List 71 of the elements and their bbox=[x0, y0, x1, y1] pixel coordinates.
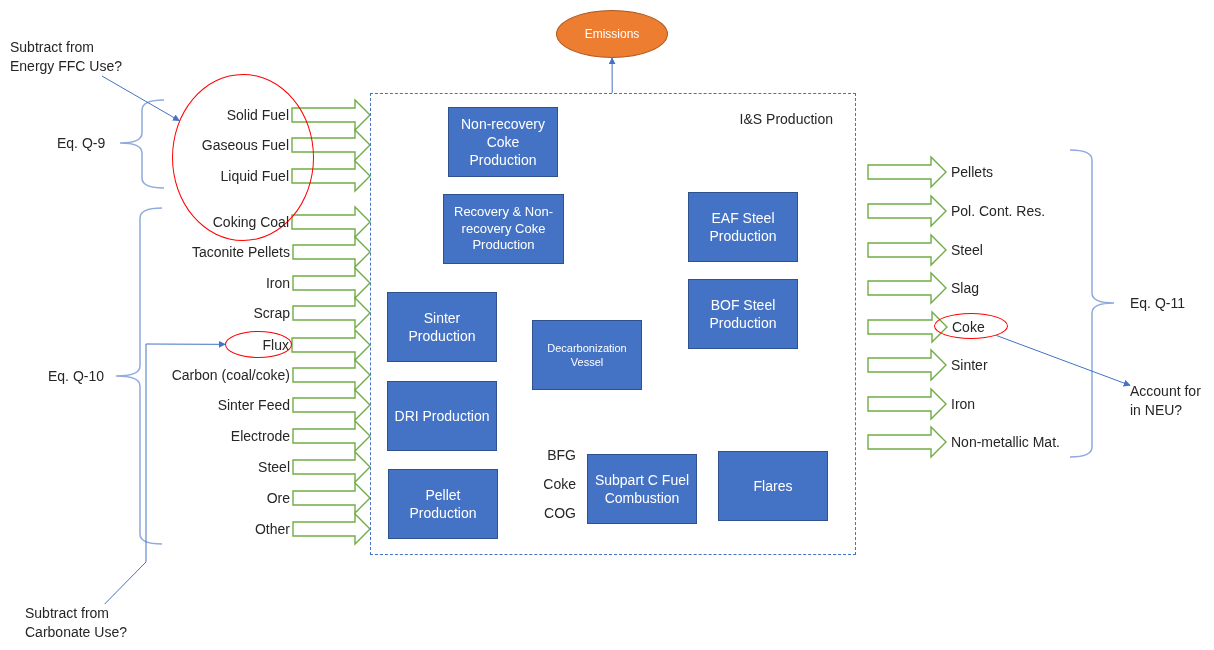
note-text: Subtract from Energy FFC Use? bbox=[10, 38, 128, 76]
block-arrow bbox=[291, 159, 371, 193]
block-arrow bbox=[292, 512, 371, 546]
process-box: EAF Steel Production bbox=[688, 192, 798, 262]
block-arrow bbox=[291, 328, 371, 362]
input-label: Iron bbox=[265, 274, 290, 292]
equation-label: Eq. Q-9 bbox=[57, 134, 106, 152]
leader-line bbox=[101, 75, 180, 122]
process-box: Recovery & Non-recovery Coke Production bbox=[443, 194, 564, 264]
output-label: Pol. Cont. Res. bbox=[951, 202, 1046, 220]
process-box: Decarbonization Vessel bbox=[532, 320, 642, 390]
boundary-box bbox=[370, 93, 856, 555]
highlight-ellipse bbox=[172, 74, 314, 241]
note-text: Account for in NEU? bbox=[1130, 382, 1214, 420]
block-arrow bbox=[292, 358, 371, 392]
block-arrow bbox=[867, 233, 947, 267]
fuel-label: COG bbox=[544, 504, 576, 522]
input-label: Ore bbox=[266, 489, 290, 507]
input-label: Flux bbox=[262, 336, 289, 354]
block-arrow bbox=[867, 155, 947, 189]
input-label: Scrap bbox=[253, 304, 290, 322]
output-label: Coke bbox=[952, 318, 985, 336]
output-label: Pellets bbox=[951, 163, 994, 181]
arrow bbox=[608, 57, 616, 94]
input-label: Carbon (coal/coke) bbox=[171, 366, 290, 384]
block-arrow bbox=[292, 266, 371, 300]
output-label: Iron bbox=[951, 395, 976, 413]
input-label: Electrode bbox=[230, 427, 290, 445]
block-arrow bbox=[867, 310, 948, 344]
output-label: Slag bbox=[951, 279, 980, 297]
block-arrow bbox=[291, 128, 371, 162]
block-arrow bbox=[292, 481, 371, 515]
block-arrow bbox=[292, 296, 371, 330]
block-arrow bbox=[291, 98, 371, 132]
process-box: Non-recovery Coke Production bbox=[448, 107, 558, 177]
input-label: Coking Coal bbox=[212, 213, 289, 231]
block-arrow bbox=[292, 419, 371, 453]
equation-label: Eq. Q-10 bbox=[48, 367, 105, 385]
process-box: Flares bbox=[718, 451, 828, 521]
block-arrow bbox=[292, 388, 371, 422]
block-arrow bbox=[867, 387, 947, 421]
block-arrow bbox=[867, 194, 947, 228]
input-label: Other bbox=[255, 520, 290, 538]
note-text: Subtract from Carbonate Use? bbox=[25, 604, 147, 642]
output-label: Sinter bbox=[951, 356, 988, 374]
block-arrow bbox=[867, 271, 947, 305]
block-arrow bbox=[867, 425, 947, 459]
process-box: Pellet Production bbox=[388, 469, 498, 539]
block-arrow bbox=[291, 205, 371, 239]
block-arrow bbox=[867, 348, 947, 382]
output-label: Non-metallic Mat. bbox=[951, 433, 1060, 451]
input-label: Sinter Feed bbox=[217, 396, 290, 414]
block-arrow bbox=[292, 235, 371, 269]
input-label: Steel bbox=[258, 458, 290, 476]
equation-label: Eq. Q-11 bbox=[1130, 294, 1185, 312]
input-label: Gaseous Fuel bbox=[201, 136, 289, 154]
leader-line bbox=[995, 334, 1131, 387]
block-arrow bbox=[292, 450, 371, 484]
group-title: I&S Production bbox=[739, 110, 833, 128]
output-label: Steel bbox=[951, 241, 983, 259]
process-box: Subpart C Fuel Combustion bbox=[587, 454, 697, 524]
leader-line bbox=[104, 340, 226, 605]
fuel-label: Coke bbox=[543, 475, 576, 493]
emissions-ellipse: Emissions bbox=[556, 10, 668, 58]
input-label: Solid Fuel bbox=[226, 106, 289, 124]
input-label: Taconite Pellets bbox=[191, 243, 290, 261]
process-box: DRI Production bbox=[387, 381, 497, 451]
process-box: BOF Steel Production bbox=[688, 279, 798, 349]
process-box: Sinter Production bbox=[387, 292, 497, 362]
fuel-label: BFG bbox=[547, 446, 576, 464]
input-label: Liquid Fuel bbox=[220, 167, 289, 185]
